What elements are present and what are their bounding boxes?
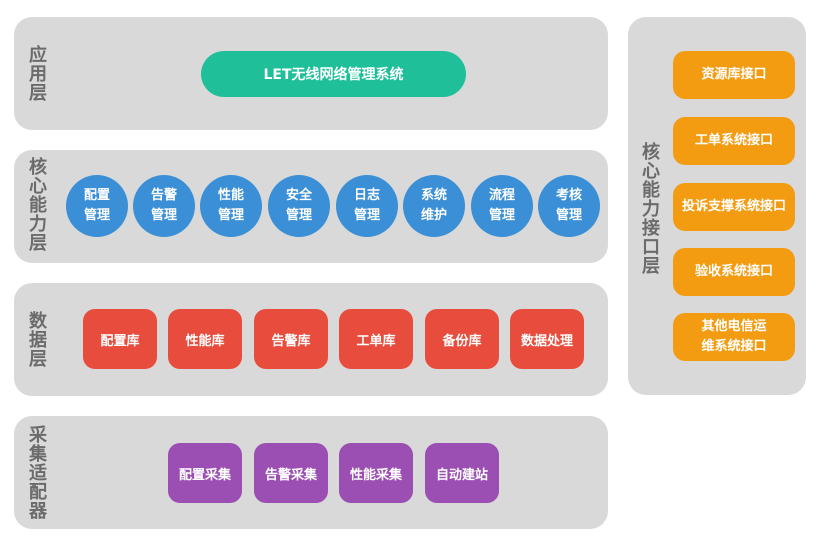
security-management-node: 安全 管理 (268, 175, 330, 237)
alarm-management-node: 告警 管理 (133, 175, 195, 237)
interface-layer-label: 核心能力接口层 (642, 142, 660, 277)
workorder-db-box: 工单库 (339, 309, 413, 369)
application-layer-label: 应用层 (29, 45, 47, 104)
process-management-node: 流程 管理 (471, 175, 533, 237)
other-telecom-ops-interface-box: 其他电信运 维系统接口 (673, 313, 795, 361)
system-maintenance-node: 系统 维护 (403, 175, 465, 237)
backup-db-box: 备份库 (425, 309, 499, 369)
alarm-collection-box: 告警采集 (254, 443, 328, 503)
resource-db-interface-box: 资源库接口 (673, 51, 795, 99)
workorder-system-interface-box: 工单系统接口 (673, 117, 795, 165)
log-management-node: 日志 管理 (336, 175, 398, 237)
assessment-management-node: 考核 管理 (538, 175, 600, 237)
config-db-box: 配置库 (83, 309, 157, 369)
let-system-pill: LET无线网络管理系统 (201, 51, 466, 97)
performance-collection-box: 性能采集 (339, 443, 413, 503)
data-processing-box: 数据处理 (510, 309, 584, 369)
alarm-db-box: 告警库 (254, 309, 328, 369)
core-capability-layer-label: 核心能力层 (29, 157, 47, 254)
performance-db-box: 性能库 (168, 309, 242, 369)
config-management-node: 配置 管理 (66, 175, 128, 237)
performance-management-node: 性能 管理 (200, 175, 262, 237)
data-layer-label: 数据层 (29, 311, 47, 370)
config-collection-box: 配置采集 (168, 443, 242, 503)
auto-site-build-box: 自动建站 (425, 443, 499, 503)
acceptance-system-interface-box: 验收系统接口 (673, 248, 795, 296)
collection-adapter-layer-label: 采集适配器 (29, 425, 47, 522)
complaint-support-interface-box: 投诉支撑系统接口 (673, 183, 795, 231)
